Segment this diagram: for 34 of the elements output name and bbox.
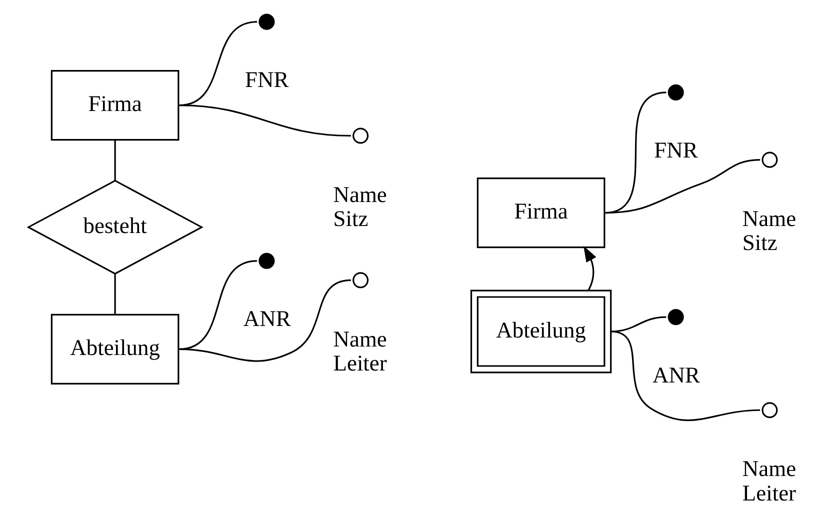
node-dot <box>668 84 684 100</box>
node-label: Name <box>333 182 387 207</box>
arrow <box>583 246 596 291</box>
node-dot <box>258 252 275 269</box>
node-circle <box>762 152 778 168</box>
node-label: Leiter <box>333 350 387 376</box>
node-dot <box>668 309 684 326</box>
node-circle <box>762 402 778 418</box>
node-label: Sitz <box>333 206 368 231</box>
node-label: Name <box>333 326 387 352</box>
connector <box>179 260 258 350</box>
node-dot <box>258 14 275 30</box>
connector <box>605 159 760 214</box>
node-box: Abteilung <box>50 314 180 384</box>
node-box: Abteilung <box>470 290 612 374</box>
node-label: ANR <box>652 362 700 388</box>
node-circle <box>352 272 369 288</box>
node-circle <box>352 128 369 144</box>
connector <box>610 330 760 422</box>
connector <box>114 274 116 314</box>
node-label: ANR <box>243 306 291 332</box>
connector <box>179 104 351 137</box>
node-label: Sitz <box>742 230 778 255</box>
node-box: Firma <box>476 177 606 248</box>
node-box: Firma <box>50 70 180 141</box>
connector <box>179 279 352 362</box>
connector <box>610 316 666 332</box>
node-diamond: besteht <box>26 180 204 275</box>
node-label: Leiter <box>742 480 796 506</box>
node-label: FNR <box>654 138 698 163</box>
node-label: FNR <box>245 67 289 92</box>
node-label: Name <box>742 456 796 482</box>
node-label: Name <box>742 206 796 231</box>
connector <box>114 140 116 181</box>
